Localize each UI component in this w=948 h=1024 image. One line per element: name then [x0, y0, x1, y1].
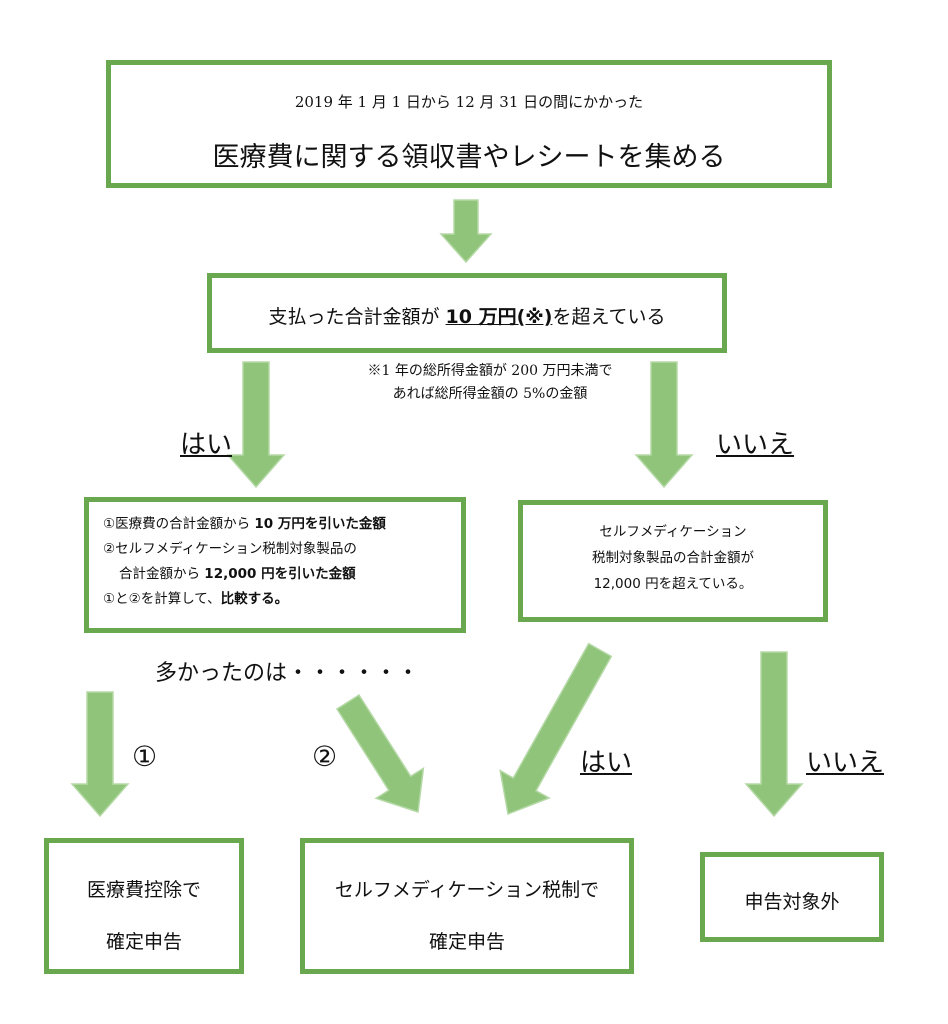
choice-2-label: ②	[312, 740, 338, 773]
no-label-right: いいえ	[716, 430, 795, 460]
amount-question-text: 支払った合計金額が 10 万円(※)を超えている	[212, 302, 722, 329]
self-med-line-2: 税制対象製品の合計金額が	[592, 550, 754, 566]
arrow-selfmed-no-to-none	[744, 651, 804, 818]
choice-1-label: ①	[132, 740, 158, 773]
self-med-line-1: セルフメディケーション	[599, 524, 747, 540]
arrow-start-to-question	[439, 199, 493, 264]
compare-line-1: ①医療費の合計金額から 10 万円を引いた金額	[103, 512, 386, 537]
no-label-far: いいえ	[806, 748, 885, 778]
compare-line-4-text: ①と②を計算して、	[103, 591, 221, 607]
self-medication-box: セルフメディケーション 税制対象製品の合計金額が 12,000 円を超えている。	[518, 500, 828, 622]
selfmed-result-line-1: セルフメディケーション税制で	[334, 879, 600, 901]
not-applicable-result-box: 申告対象外	[700, 852, 884, 942]
medical-result-line-2: 確定申告	[105, 931, 182, 953]
amount-question-post: を超えている	[552, 306, 666, 328]
arrow-compare-to-selfmed-result	[335, 693, 425, 813]
threshold-note-line1: ※1 年の総所得金額が 200 万円未満で	[367, 363, 613, 379]
compare-line-1-bold: 10 万円を引いた金額	[254, 516, 386, 532]
arrow-question-to-compare	[226, 361, 286, 489]
start-box: 2019 年 1 月 1 日から 12 月 31 日の間にかかった 医療費に関す…	[106, 60, 832, 188]
none-result-line-1: 申告対象外	[744, 891, 840, 913]
arrow-compare-to-medical	[70, 691, 130, 818]
self-medication-result-box: セルフメディケーション税制で 確定申告	[300, 838, 634, 974]
compare-line-3-bold: 12,000 円を引いた金額	[204, 566, 356, 582]
compare-line-2: ②セルフメディケーション税制対象製品の	[103, 541, 357, 557]
amount-threshold: 10 万円(※)	[445, 306, 553, 328]
yes-label-mid: はい	[580, 748, 633, 778]
compare-line-1-text: ①医療費の合計金額から	[103, 516, 255, 532]
compare-box: ①医療費の合計金額から 10 万円を引いた金額 ②セルフメディケーション税制対象…	[84, 497, 466, 633]
yes-label-left: はい	[180, 430, 233, 460]
which-is-more-text: 多かったのは・・・・・・	[155, 661, 420, 686]
compare-line-4-bold: 比較する。	[220, 591, 289, 607]
compare-line-4: ①と②を計算して、比較する。	[103, 587, 288, 612]
selfmed-result-line-2: 確定申告	[428, 931, 505, 953]
arrow-question-to-selfmed	[634, 361, 694, 489]
self-med-line-3: 12,000 円を超えている。	[593, 576, 753, 592]
collect-receipts-text: 医療費に関する領収書やレシートを集める	[212, 142, 726, 173]
medical-deduction-result-box: 医療費控除で 確定申告	[44, 838, 244, 974]
compare-line-3: 合計金額から 12,000 円を引いた金額	[119, 562, 356, 587]
compare-line-3-text: 合計金額から	[119, 566, 205, 582]
medical-result-line-1: 医療費控除で	[86, 879, 201, 901]
threshold-note-line2: あれば総所得金額の 5%の金額	[392, 386, 588, 402]
period-text: 2019 年 1 月 1 日から 12 月 31 日の間にかかった	[294, 93, 644, 111]
arrow-selfmed-yes-to-result	[499, 642, 613, 816]
amount-question-pre: 支払った合計金額が	[268, 306, 446, 328]
amount-question-box: 支払った合計金額が 10 万円(※)を超えている	[207, 273, 727, 353]
